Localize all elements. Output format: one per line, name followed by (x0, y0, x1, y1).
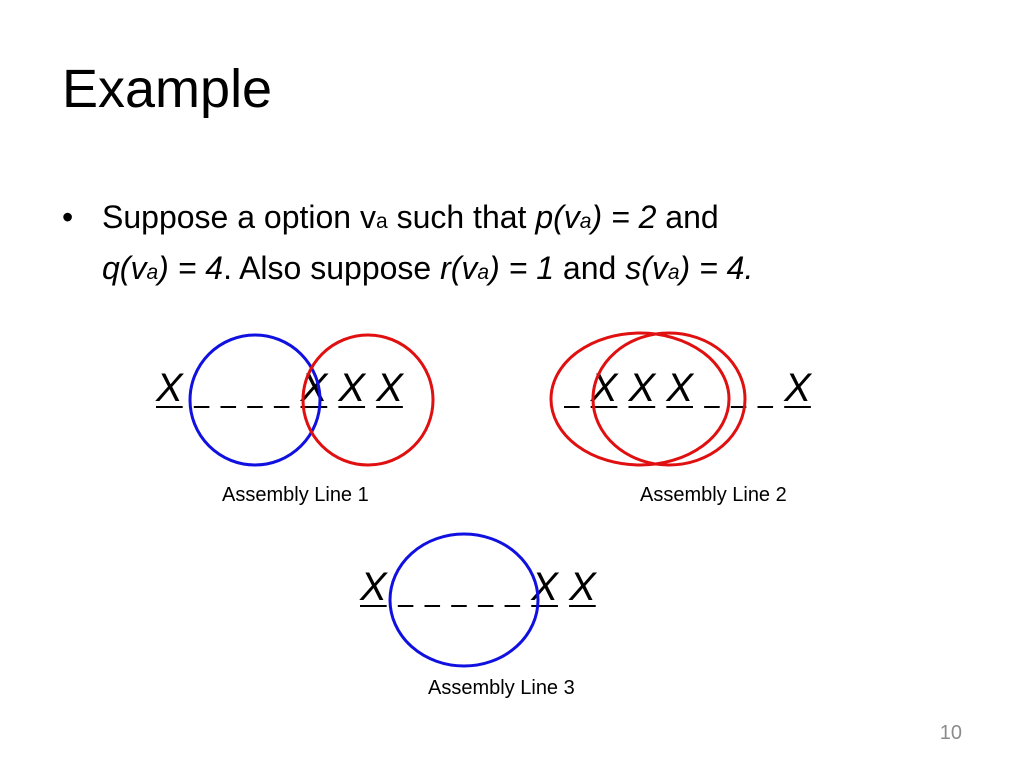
page-number: 10 (939, 722, 962, 744)
x-token: X (628, 366, 656, 410)
formula-p: p(va) = 2 (535, 199, 657, 235)
x-token: X (569, 565, 596, 609)
assembly-line-1-blue-circle (188, 333, 322, 467)
x-token: X (376, 366, 403, 410)
formula-q: q(va) = 4 (102, 250, 224, 286)
assembly-line-3-blue-circle (388, 532, 540, 668)
assembly-line-3-caption: Assembly Line 3 (428, 677, 575, 699)
assembly-line-1-red-circle (301, 333, 435, 467)
subscript: a (375, 210, 388, 233)
x-token: X (784, 366, 811, 410)
text-segment: such that (387, 199, 536, 235)
text-segment: . Also suppose (223, 250, 441, 286)
assembly-line-3-sequence: X X X (360, 567, 596, 611)
formula-s: s(va) = 4. (625, 250, 754, 286)
slide-title: Example (62, 59, 273, 119)
assembly-line-2-inner-red-circle (591, 331, 747, 467)
assembly-line-2-sequence: X X X X (564, 368, 811, 412)
text-segment: and (656, 199, 719, 235)
bullet-line-1: Suppose a option va such that p(va) = 2 … (102, 192, 719, 247)
assembly-line-2-caption: Assembly Line 2 (640, 484, 787, 506)
text-segment: and (554, 250, 626, 286)
assembly-line-2-outer-red-circle (549, 331, 731, 467)
x-token: X (156, 366, 183, 410)
bullet-line-2: q(va) = 4. Also suppose r(va) = 1 and s(… (102, 243, 753, 298)
x-token: X (666, 366, 693, 410)
bullet-marker: • (62, 199, 74, 235)
x-token: X (338, 366, 366, 410)
x-token: X (360, 565, 387, 609)
formula-r: r(va) = 1 (440, 250, 555, 286)
assembly-line-1-caption: Assembly Line 1 (222, 484, 369, 506)
text-segment: Suppose a option v (102, 199, 376, 235)
